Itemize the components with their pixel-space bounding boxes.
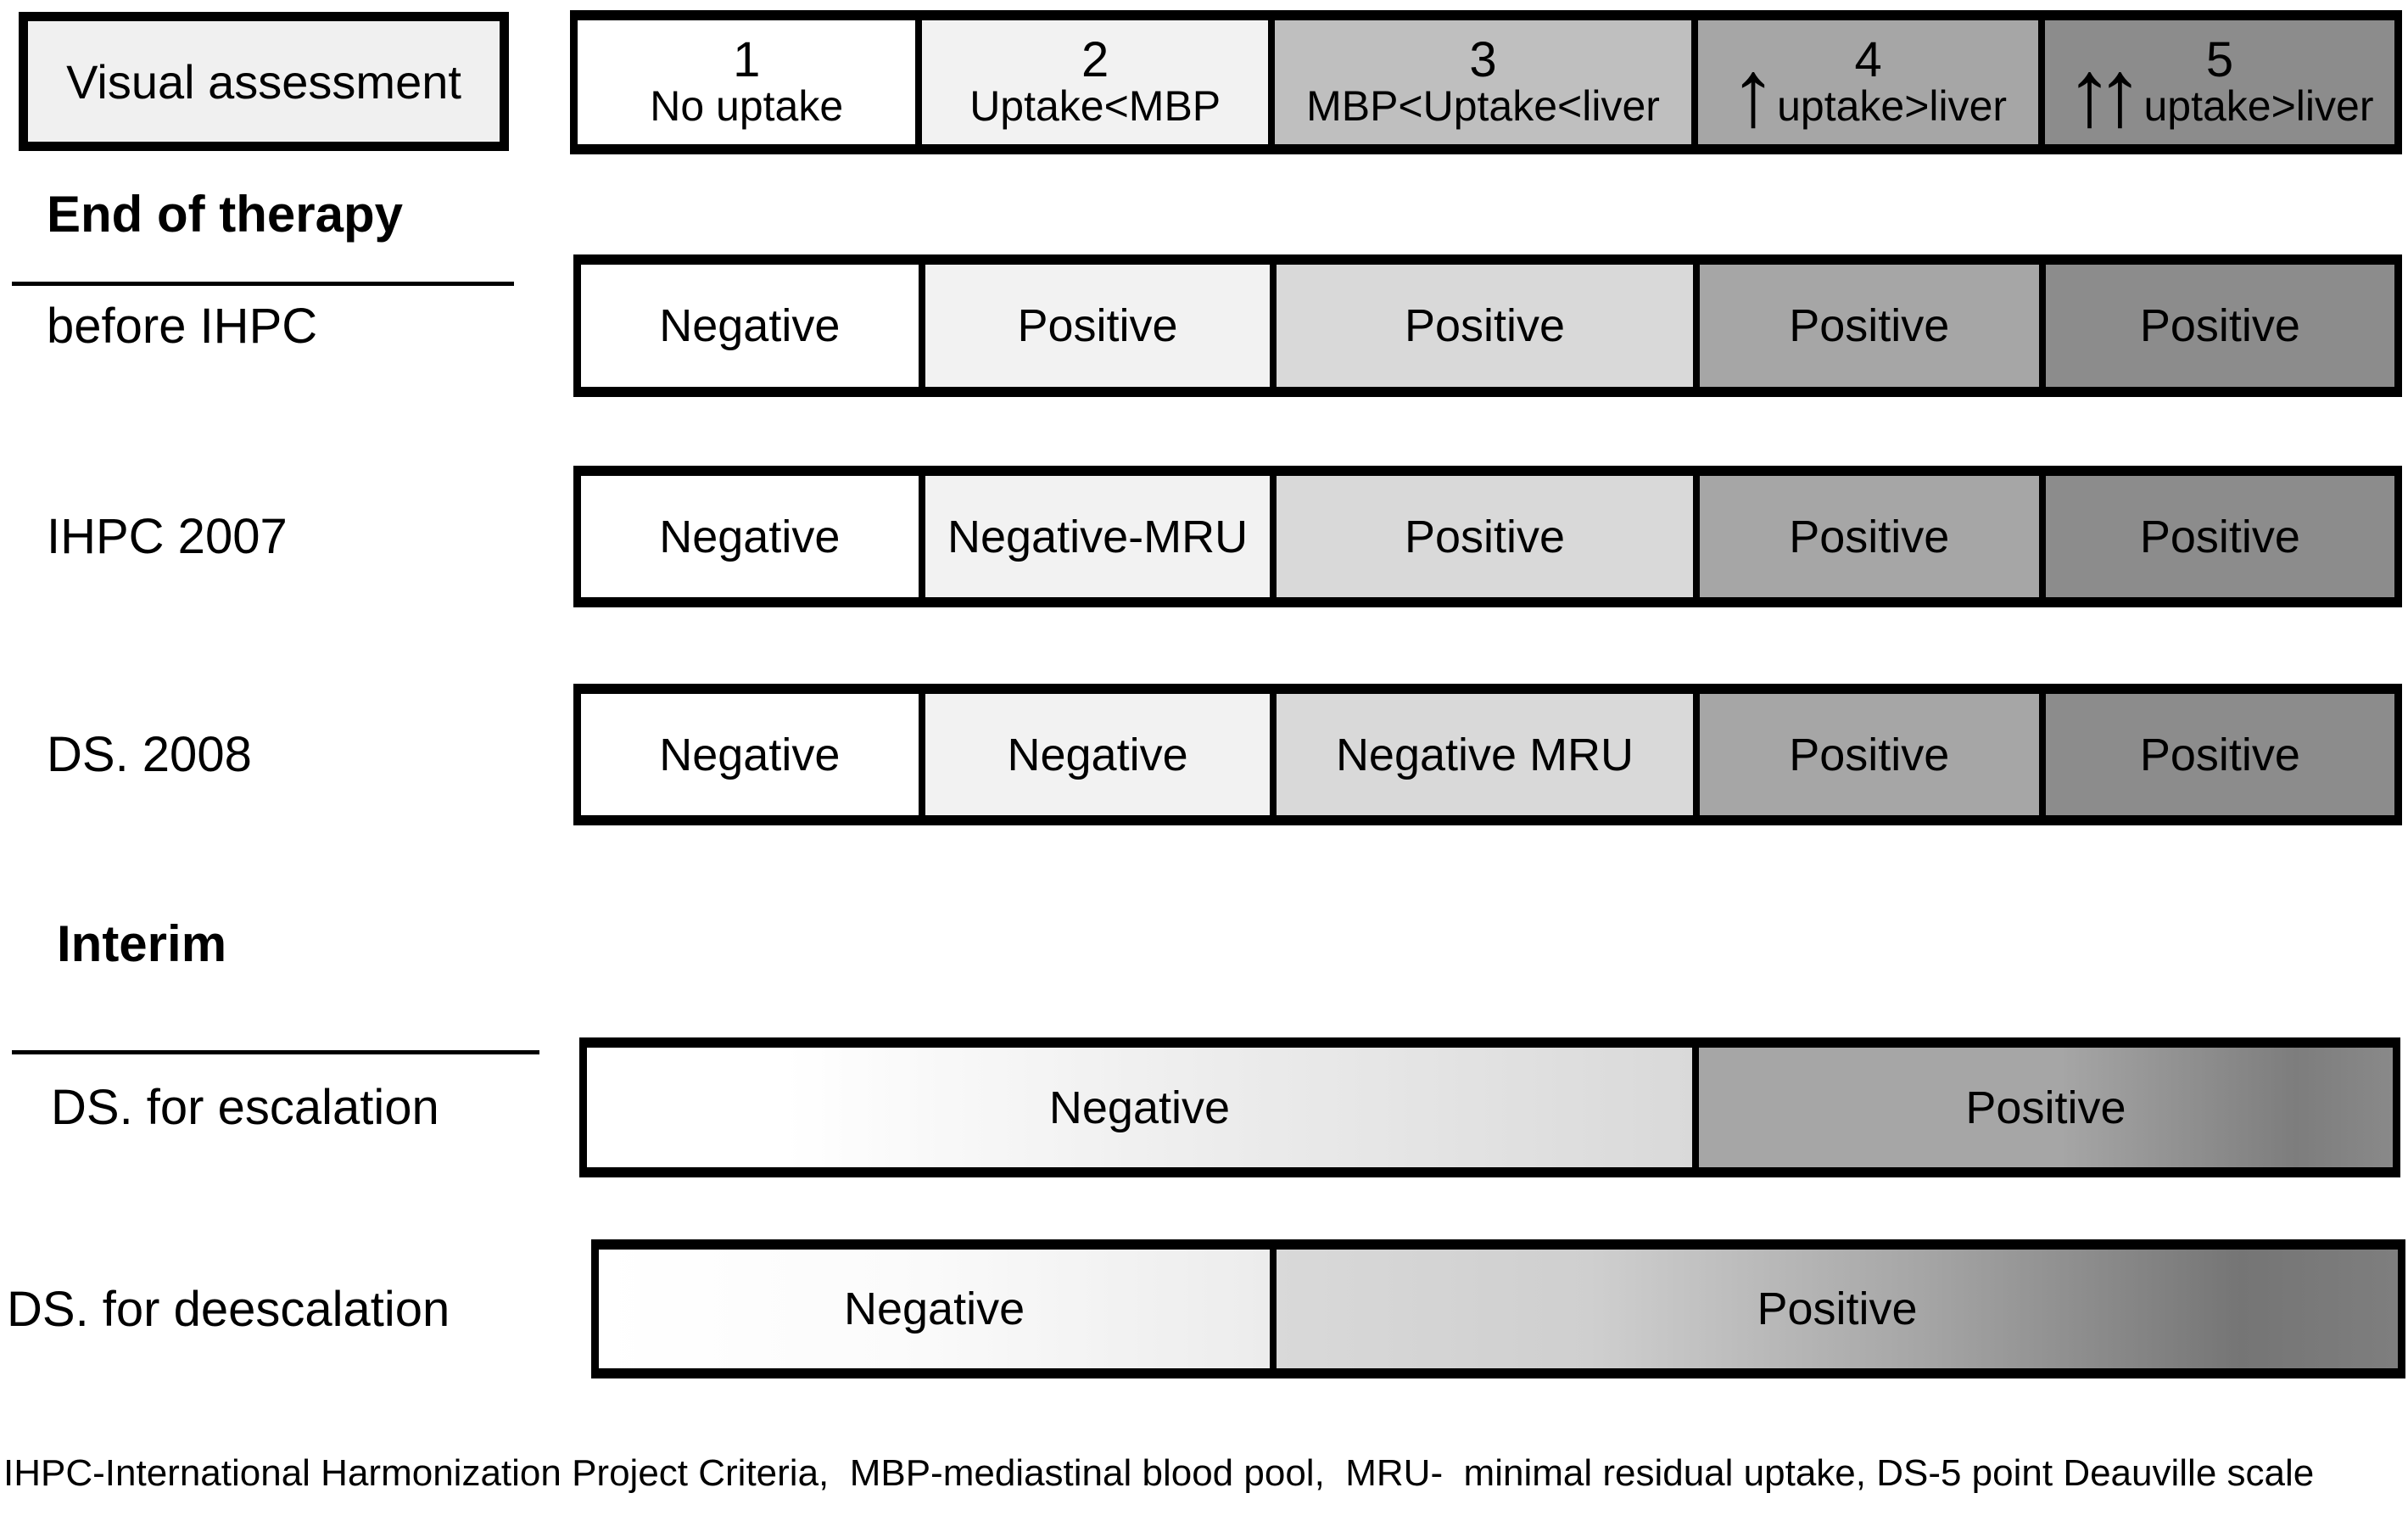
result-cell: Negative [587, 1048, 1692, 1167]
result-cell: Negative [599, 1250, 1271, 1368]
scale-header-cell-5: 5 ↑ ↑ uptake>liver [2038, 20, 2394, 144]
scale-label: No uptake [650, 82, 844, 130]
result-text: Positive [1789, 729, 1950, 780]
scale-label: MBP<Uptake<liver [1306, 82, 1660, 130]
result-text: Positive [1017, 300, 1178, 351]
scale-header-cell-3: 3 MBP<Uptake<liver [1267, 20, 1692, 144]
result-cell: Positive [1270, 265, 1693, 387]
result-cell: Negative-MRU [918, 476, 1271, 597]
result-text: Negative MRU [1335, 729, 1634, 780]
row-label-ds-2008: DS. 2008 [47, 727, 252, 782]
result-text: Positive [1789, 511, 1950, 562]
scale-number: 1 [733, 32, 761, 87]
result-text: Positive [1789, 300, 1950, 351]
result-text: Negative [659, 729, 841, 780]
row-ihpc-2007: Negative Negative-MRU Positive Positive … [573, 466, 2402, 607]
result-text: Negative [659, 300, 841, 351]
result-text: Negative [1048, 1082, 1231, 1133]
result-cell: Negative [918, 694, 1271, 815]
result-cell: Positive [1692, 265, 2039, 387]
result-text: Negative-MRU [947, 511, 1249, 562]
section-rule-end-of-therapy [12, 282, 514, 286]
row-label-ihpc-2007: IHPC 2007 [47, 509, 288, 564]
result-text: Negative [659, 511, 841, 562]
row-ds-2008: Negative Negative Negative MRU Positive … [573, 684, 2402, 825]
scale-number: 4 [1854, 32, 1882, 87]
scale-header-cell-1: 1 No uptake [578, 20, 916, 144]
result-cell: Positive [2038, 694, 2394, 815]
result-text: Negative [1007, 729, 1188, 780]
scale-label: Uptake<MBP [969, 82, 1221, 130]
result-cell: Positive [1691, 1048, 2393, 1167]
result-cell: Positive [918, 265, 1271, 387]
result-cell: Positive [1692, 476, 2039, 597]
result-text: Positive [2139, 300, 2300, 351]
row-label-before-ihpc: before IHPC [47, 298, 318, 354]
result-cell: Positive [2038, 265, 2394, 387]
scale-label: uptake>liver [1777, 82, 2008, 130]
abbreviation-legend: IHPC-International Harmonization Project… [3, 1452, 2315, 1494]
row-label-ds-for-escalation: DS. for escalation [51, 1080, 439, 1135]
scale-number: 2 [1081, 32, 1109, 87]
result-cell: Positive [1270, 476, 1693, 597]
result-text: Positive [1965, 1082, 2126, 1133]
result-cell: Negative MRU [1270, 694, 1693, 815]
section-title-end-of-therapy: End of therapy [47, 186, 404, 243]
section-title-interim: Interim [57, 915, 227, 972]
result-cell: Positive [1692, 694, 2039, 815]
result-cell: Negative [581, 476, 919, 597]
scale-number: 5 [2205, 32, 2234, 87]
result-cell: Positive [1270, 1250, 2398, 1368]
row-ds-for-escalation: Negative Positive [579, 1037, 2400, 1177]
scale-label: uptake>liver [2143, 82, 2374, 130]
result-text: Positive [1404, 300, 1566, 351]
result-text: Positive [2139, 729, 2300, 780]
result-cell: Negative [581, 694, 919, 815]
result-cell: Negative [581, 265, 919, 387]
result-text: Negative [843, 1283, 1025, 1334]
result-text: Positive [1404, 511, 1566, 562]
visual-assessment-label: Visual assessment [66, 54, 461, 109]
visual-assessment-box: Visual assessment [19, 12, 509, 151]
section-rule-interim [12, 1050, 539, 1054]
scale-header-cell-2: 2 Uptake<MBP [915, 20, 1268, 144]
scale-header-cell-4: 4 ↑ uptake>liver [1691, 20, 2039, 144]
result-cell: Positive [2038, 476, 2394, 597]
scale-number: 3 [1469, 32, 1497, 87]
result-text: Positive [1757, 1283, 1918, 1334]
row-before-ihpc: Negative Positive Positive Positive Posi… [573, 254, 2402, 397]
row-label-ds-for-deescalation: DS. for deescalation [7, 1281, 450, 1337]
row-ds-for-deescalation: Negative Positive [591, 1239, 2405, 1378]
scale-header-bar: 1 No uptake 2 Uptake<MBP 3 MBP<Uptake<li… [570, 10, 2402, 154]
result-text: Positive [2139, 511, 2300, 562]
